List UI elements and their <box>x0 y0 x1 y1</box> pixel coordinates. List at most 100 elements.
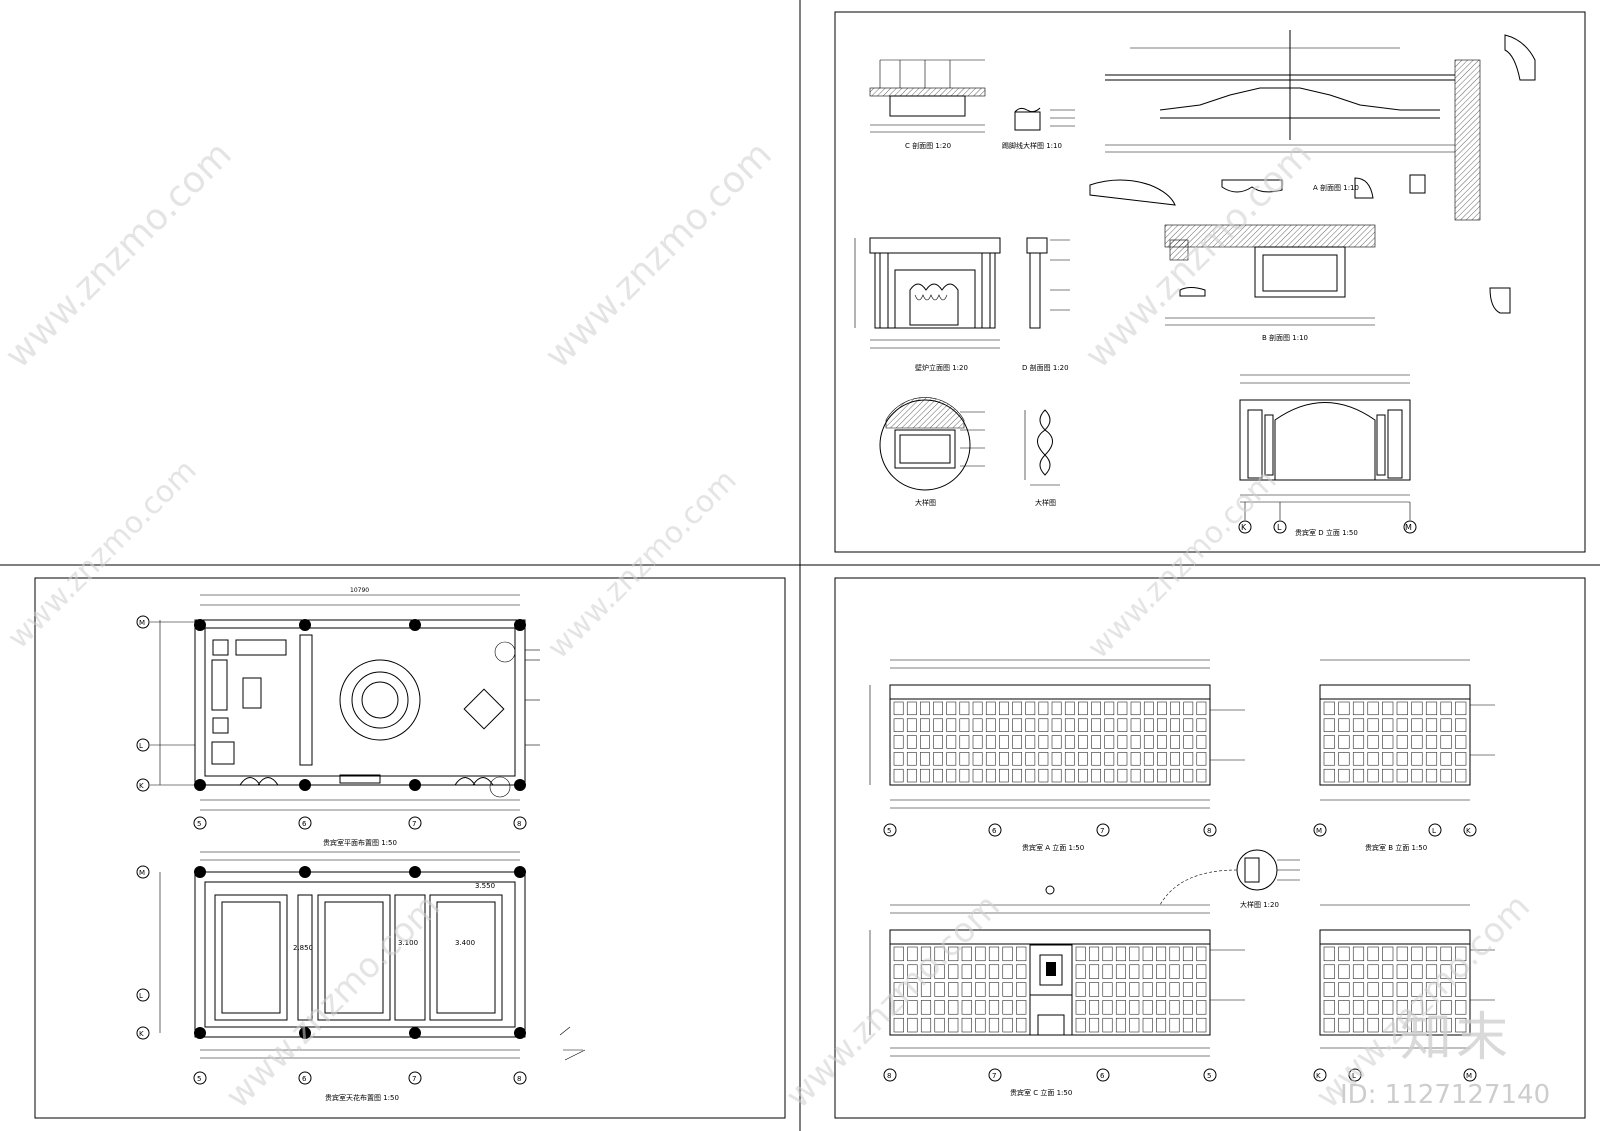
wall-panel <box>1455 701 1467 716</box>
a-section-title: A 剖面图 1:10 <box>1313 183 1359 192</box>
wall-panel <box>1440 701 1452 716</box>
wall-panel <box>972 718 983 732</box>
ceiling-height-3: 3.400 <box>455 939 475 947</box>
wall-panel <box>1323 752 1335 766</box>
wall-panel <box>1425 964 1438 979</box>
ceiling-axis-bubbles: M L K 5 6 7 8 <box>136 865 527 1085</box>
wall-panel <box>972 701 983 716</box>
c-elevation-title: 贵宾室 C 立面 1:50 <box>1010 1088 1072 1097</box>
c-elevation-drawing <box>869 885 1245 1057</box>
wall-panel <box>920 982 932 997</box>
wall-panel <box>1104 768 1115 783</box>
wall-panel <box>975 964 986 979</box>
wall-panel <box>1016 964 1027 979</box>
wall-panel <box>1338 1017 1350 1033</box>
wall-panel <box>1129 1000 1140 1015</box>
wall-panel <box>893 701 904 716</box>
b-elevation-title: 贵宾室 B 立面 1:50 <box>1365 843 1427 852</box>
wall-panel <box>975 946 986 962</box>
wall-panel <box>1091 735 1101 749</box>
wall-panel <box>1382 735 1394 749</box>
wall-panel <box>1016 1017 1027 1033</box>
wall-panel <box>1196 752 1207 766</box>
ceiling-row-m: M <box>139 869 145 877</box>
b-section-title: B 剖面图 1:10 <box>1262 333 1308 342</box>
wall-panel <box>1064 752 1075 766</box>
b2-elevation-drawing <box>1319 904 1495 1049</box>
wall-panel <box>999 701 1009 716</box>
wall-panel <box>1002 982 1013 997</box>
wall-panel <box>1352 1017 1365 1033</box>
wall-panel <box>1142 1000 1153 1015</box>
watermark-1: www.znzmo.com <box>0 134 240 376</box>
wall-panel <box>893 752 904 766</box>
wall-panel <box>1352 768 1365 783</box>
b-axis-m: M <box>1316 827 1322 835</box>
d-section-drawing <box>1026 237 1070 329</box>
wall-panel <box>1002 1017 1013 1033</box>
wall-panel <box>920 1017 932 1033</box>
skirting-title: 踢脚线大样图 1:10 <box>1002 141 1062 150</box>
wall-panel <box>893 1000 904 1015</box>
wall-panel <box>1367 701 1379 716</box>
wall-panel <box>906 718 917 732</box>
wall-panel <box>1078 718 1088 732</box>
watermark-5: www.znzmo.com <box>541 463 744 666</box>
wall-panel <box>988 964 1000 979</box>
wall-panel <box>1411 964 1423 979</box>
wall-panel <box>1169 982 1180 997</box>
wall-panel <box>1025 735 1036 749</box>
wall-panel <box>1196 964 1207 979</box>
wall-panel <box>999 768 1009 783</box>
wall-panel <box>893 718 904 732</box>
wall-panel <box>920 701 930 716</box>
wall-panel <box>1117 768 1128 783</box>
wall-panel <box>1440 946 1452 962</box>
wall-panel <box>1183 735 1194 749</box>
wall-panel <box>1196 701 1207 716</box>
wall-panel <box>1396 718 1408 732</box>
wall-panel <box>1367 1017 1379 1033</box>
ceiling-col-8: 8 <box>517 1075 521 1083</box>
wall-panel <box>1075 982 1086 997</box>
wall-panel <box>1367 752 1379 766</box>
wall-panel <box>1352 718 1365 732</box>
plan-row-m: M <box>139 619 145 627</box>
wall-panel <box>1142 964 1153 979</box>
d-elevation-drawing: K L M <box>1238 374 1417 534</box>
wall-panel <box>1117 752 1128 766</box>
wall-panel <box>1382 1000 1394 1015</box>
wall-panel <box>1170 752 1180 766</box>
wall-panel <box>1130 735 1141 749</box>
wall-panel <box>1012 701 1022 716</box>
wall-panel <box>1411 768 1423 783</box>
wall-panel <box>1169 1000 1180 1015</box>
a-elevation-drawing <box>869 659 1245 809</box>
wall-panel <box>1169 964 1180 979</box>
wall-panel <box>907 964 918 979</box>
wall-panel <box>985 735 996 749</box>
wall-panel <box>1382 1017 1394 1033</box>
watermark-4: www.znzmo.com <box>1 453 204 656</box>
wall-panel <box>1411 946 1423 962</box>
wall-panel <box>1440 735 1452 749</box>
wall-panel <box>1115 964 1126 979</box>
wall-panel <box>1143 701 1154 716</box>
wall-panel <box>1367 964 1379 979</box>
floor-plan-drawing <box>150 594 540 811</box>
wall-panel <box>1051 701 1062 716</box>
wall-panel <box>1157 768 1167 783</box>
c-axis-6: 6 <box>1100 1072 1105 1080</box>
wall-panel <box>1183 752 1194 766</box>
wall-panel <box>893 735 904 749</box>
wall-panel <box>1182 964 1193 979</box>
wall-panel <box>1182 1017 1193 1033</box>
wall-panel <box>1016 1000 1027 1015</box>
wall-panel <box>1396 701 1408 716</box>
wall-panel <box>1425 946 1438 962</box>
sheet-bottom-left-border <box>34 577 786 1119</box>
wall-panel <box>1078 735 1088 749</box>
wall-panel <box>893 946 904 962</box>
wall-panel <box>1089 964 1100 979</box>
